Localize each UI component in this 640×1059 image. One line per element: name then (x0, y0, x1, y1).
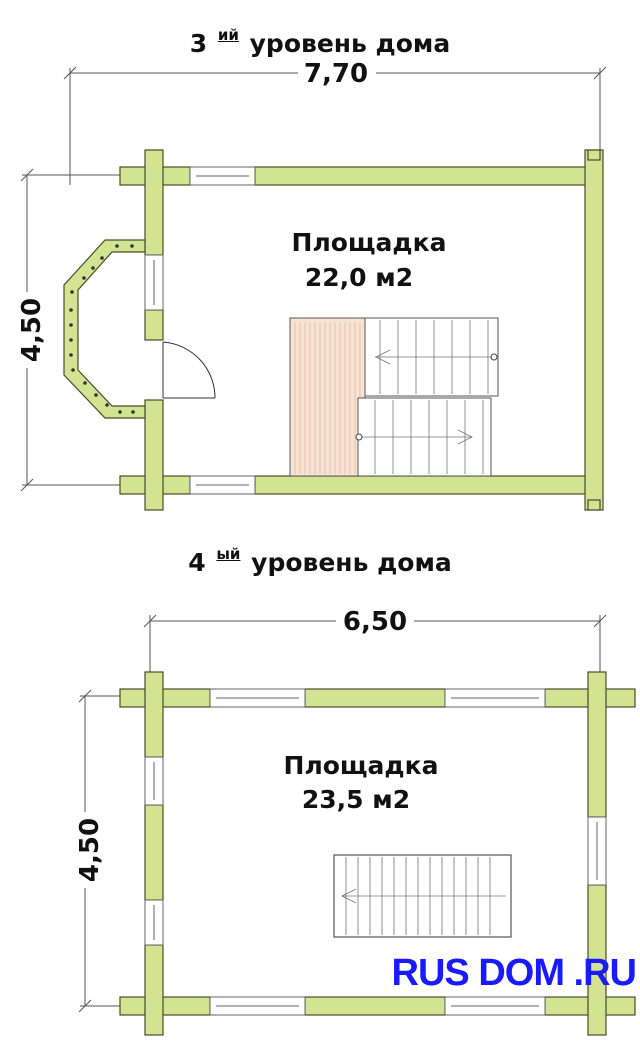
level4-title-number: 4 (188, 548, 206, 577)
level4-room-name: Площадка (284, 751, 439, 780)
level3-room-name: Площадка (292, 228, 447, 257)
level3-door (162, 341, 216, 399)
level3-plan: 7,70 4,50 (10, 58, 607, 511)
level4-title-suffix: ый (216, 545, 241, 563)
level4-title-text: уровень дома (251, 548, 452, 577)
level4-walls (119, 671, 636, 1036)
level4-staircase (333, 854, 512, 938)
level4-height-label: 4,50 (75, 818, 105, 882)
level4-title: 4 ый уровень дома (0, 545, 640, 577)
level3-staircase (289, 317, 499, 477)
level3-windows (144, 166, 256, 495)
level4-width-label: 6,50 (343, 607, 407, 637)
level3-title-text: уровень дома (249, 29, 451, 58)
watermark-logo: RUS DOM .RU (392, 952, 636, 994)
level3-room-area: 22,0 м2 (305, 263, 413, 292)
level3-walls (63, 149, 604, 511)
level3-height-label: 4,50 (17, 298, 47, 362)
level3-bay-window-dots (69, 244, 135, 414)
level4-room-area: 23,5 м2 (302, 785, 410, 814)
level4-plan: 6,50 4,50 (68, 606, 637, 1036)
level3-width-label: 7,70 (304, 59, 368, 89)
level3-title-suffix: ий (217, 26, 239, 44)
level3-title-number: 3 (189, 29, 208, 58)
level3-title: 3 ий уровень дома (0, 26, 640, 58)
level4-windows (144, 688, 607, 1016)
